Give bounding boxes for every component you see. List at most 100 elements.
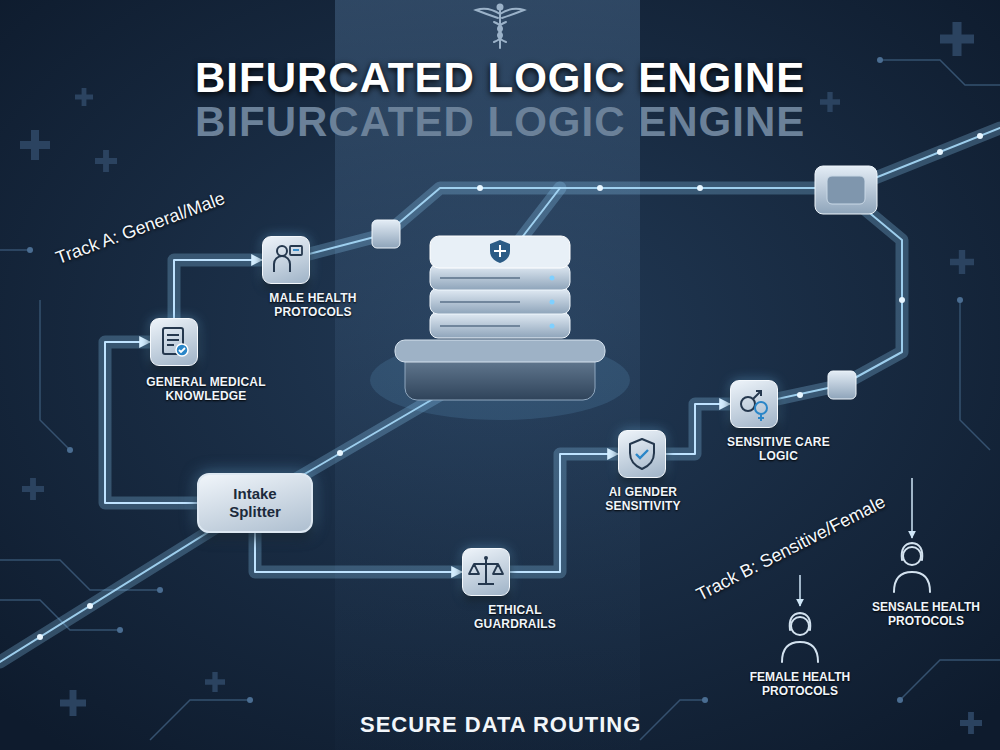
junction-blocks <box>372 166 877 399</box>
flow-dots <box>337 450 343 456</box>
box-label: Intake Splitter <box>213 485 297 521</box>
tile-icon <box>293 249 299 251</box>
trace-pads <box>117 627 123 633</box>
tile-icon <box>753 391 761 399</box>
connector-glow <box>510 454 618 572</box>
icon-tile: MALE HEALTH PROTOCOLS <box>262 236 310 284</box>
server-stack <box>550 324 555 329</box>
tile-icon <box>274 256 290 272</box>
plus-decor <box>60 690 86 716</box>
tile-icon <box>469 564 503 574</box>
circuit-traces <box>0 60 1000 740</box>
circuit-traces <box>960 300 990 450</box>
pipe-glow <box>520 188 560 240</box>
tile-icon <box>176 344 188 356</box>
trace-pads <box>27 247 33 253</box>
flow-dots <box>899 297 905 303</box>
trace-pads <box>67 447 73 453</box>
title-reflection: BIFURCATED LOGIC ENGINE <box>195 99 805 145</box>
icon-tile: AI GENDER SENSITIVITY <box>618 430 666 478</box>
icon-tile: ETHICAL GUARDRAILS <box>462 548 510 596</box>
protocol-label: FEMALE HEALTH PROTOCOLS <box>730 670 870 698</box>
person-icons <box>894 572 930 592</box>
pipe-glow <box>0 128 1000 662</box>
flow-connector <box>510 454 618 572</box>
server-stack <box>494 245 506 257</box>
circuit-traces <box>880 60 1000 85</box>
flow-dots <box>37 133 983 640</box>
tile-icon <box>484 556 488 560</box>
caduceus <box>500 9 524 18</box>
tile-icon <box>755 402 767 414</box>
pipe-core <box>386 188 845 234</box>
flow-dots <box>477 185 483 191</box>
junction-blocks <box>815 166 877 214</box>
trace-pads <box>27 57 963 703</box>
plus-decor <box>950 250 974 274</box>
trace-pads <box>157 587 163 593</box>
circuit-traces <box>0 249 30 251</box>
connector-glow <box>255 533 462 572</box>
pipe-core <box>0 128 1000 662</box>
trace-pads <box>247 697 253 703</box>
flow-dots <box>37 634 43 640</box>
server-stack <box>370 340 630 420</box>
caduceus <box>476 5 524 49</box>
flow-dots <box>797 392 803 398</box>
flow-connector <box>255 533 462 572</box>
tile-icon <box>150 318 198 366</box>
junction-blocks <box>372 220 400 248</box>
connector-glow <box>666 404 730 454</box>
circuit-traces <box>640 700 705 740</box>
plus-decor <box>75 88 93 106</box>
server-stack <box>430 236 570 268</box>
tile-icon <box>730 380 778 428</box>
person-icons <box>790 613 811 630</box>
node-label: GENERAL MEDICAL KNOWLEDGE <box>131 375 281 403</box>
tile-icon <box>179 348 185 352</box>
server-stack <box>440 278 520 326</box>
circuit-traces <box>40 300 70 450</box>
flow-dots <box>597 185 603 191</box>
node-label: ETHICAL GUARDRAILS <box>455 603 575 631</box>
server-stack <box>395 340 605 362</box>
caduceus <box>476 9 500 18</box>
flow-dots <box>87 603 93 609</box>
plus-decor <box>820 92 840 112</box>
server-stack <box>490 240 510 263</box>
tile-icon <box>636 450 648 458</box>
icon-tile: GENERAL MEDICAL KNOWLEDGE <box>150 318 198 366</box>
flow-connector <box>174 260 262 318</box>
tile-icon <box>277 246 287 256</box>
flow-connector <box>666 404 730 454</box>
trace-pads <box>702 697 708 703</box>
title-text: BIFURCATED LOGIC ENGINE <box>195 55 805 101</box>
tile-icon <box>167 335 179 345</box>
flow-dots <box>977 133 983 139</box>
plus-decor <box>205 672 225 692</box>
server-stack <box>550 300 555 305</box>
flow-connector <box>105 342 197 503</box>
tile-icon <box>618 430 666 478</box>
node-label: MALE HEALTH PROTOCOLS <box>253 291 373 319</box>
circuit-traces <box>900 660 1000 700</box>
flow-dots <box>937 149 943 155</box>
pipe-core <box>842 205 902 385</box>
protocol-label: SENSALE HEALTH PROTOCOLS <box>862 600 990 628</box>
plus-decor <box>960 712 982 734</box>
person-icons <box>903 547 921 565</box>
trace-pads <box>877 57 883 63</box>
leader-lines <box>799 575 801 606</box>
server-stack <box>430 288 570 314</box>
icon-tile: SENSITIVE CARE LOGIC <box>730 380 778 428</box>
process-box: Intake Splitter <box>197 473 313 533</box>
tile-icon <box>741 397 755 411</box>
plus-decor <box>20 22 982 734</box>
person-icons <box>782 642 818 662</box>
server-stack <box>430 312 570 338</box>
tile-icon <box>630 439 654 469</box>
trace-pads <box>957 297 963 303</box>
connector-glow <box>105 342 197 503</box>
